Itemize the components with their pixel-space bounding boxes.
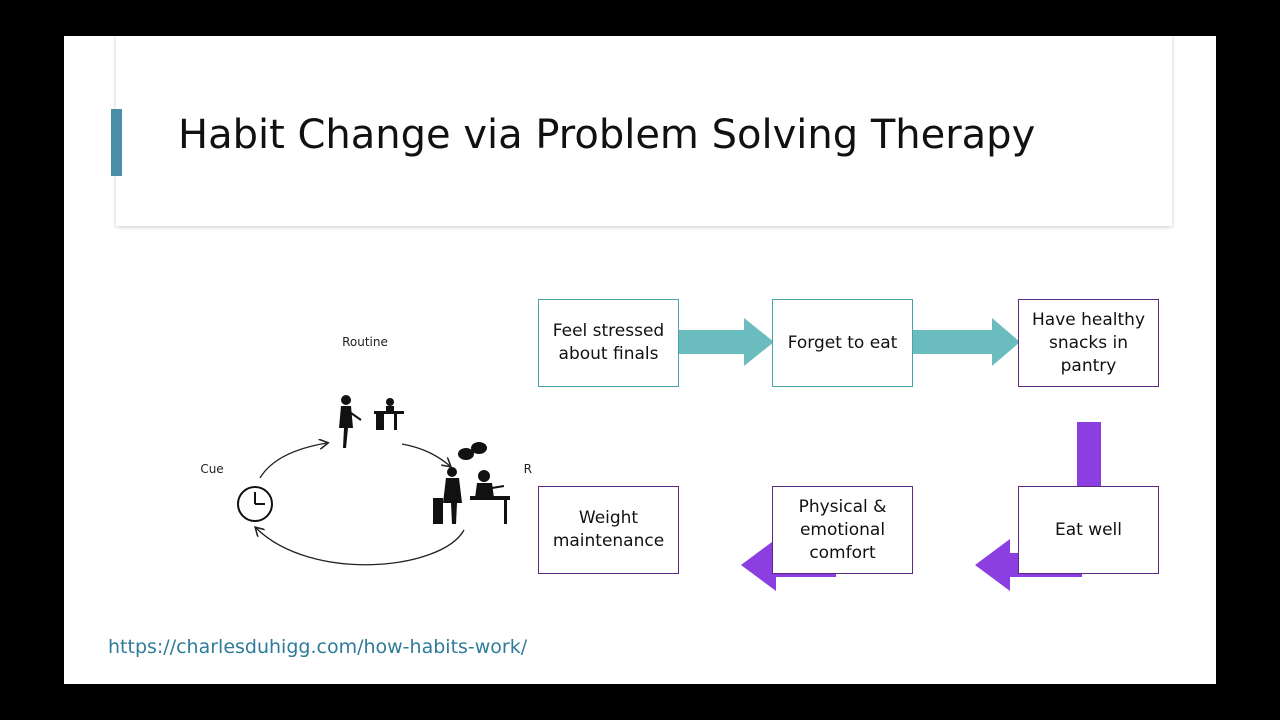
flow-box-forget-to-eat: Forget to eat (772, 299, 913, 387)
arrow-forget-to-snacks (913, 318, 1020, 366)
arrow-snacks-to-eatwell (1057, 422, 1121, 526)
arc-cue-to-routine (259, 443, 327, 479)
arrow-stressed-to-forget (679, 318, 774, 366)
arc-routine-to-reward (401, 443, 450, 466)
flow-box-eat-well: Eat well (1018, 486, 1159, 574)
source-link[interactable]: https://charlesduhigg.com/how-habits-wor… (108, 636, 528, 658)
slide: Habit Change via Problem Solving Therapy… (64, 36, 1216, 684)
arc-reward-to-cue (256, 528, 465, 566)
reward-figures-icon (433, 442, 510, 524)
cue-label: Cue (200, 462, 223, 476)
title-accent-bar (111, 109, 122, 176)
title-card (116, 36, 1172, 226)
flow-box-weight-maintenance: Weight maintenance (538, 486, 679, 574)
routine-label: Routine (342, 335, 388, 349)
flow-box-healthy-snacks: Have healthy snacks in pantry (1018, 299, 1159, 387)
flow-box-feel-stressed: Feel stressed about finals (538, 299, 679, 387)
slide-title: Habit Change via Problem Solving Therapy (178, 112, 1036, 158)
habit-loop-diagram: Routine Cue Reward (200, 335, 532, 566)
routine-figures-icon (339, 395, 404, 448)
reward-label: Reward (524, 462, 532, 476)
flow-box-comfort: Physical & emotional comfort (772, 486, 913, 574)
clock-icon (237, 486, 273, 522)
